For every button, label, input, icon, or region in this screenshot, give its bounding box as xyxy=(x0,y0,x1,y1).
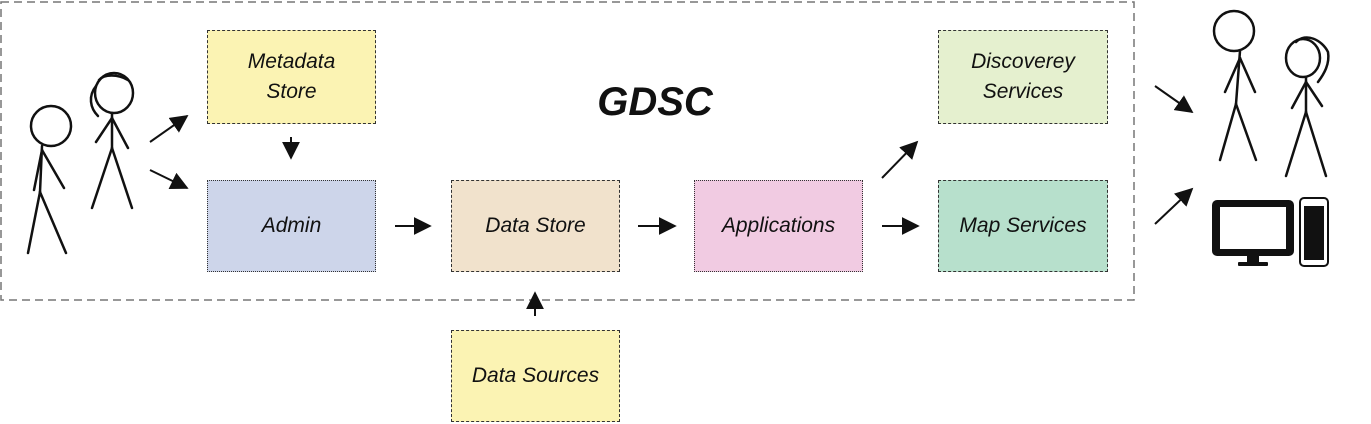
discovery-services-box: Discoverey Services xyxy=(938,30,1108,124)
map-services-box: Map Services xyxy=(938,180,1108,272)
end-user-figure-icon xyxy=(1212,9,1258,162)
arrow-to-end-users xyxy=(1154,85,1194,114)
end-user-female-figure-icon xyxy=(1284,36,1330,178)
admin-box: Admin xyxy=(207,180,376,272)
user-figure-icon xyxy=(26,104,73,255)
arrow-applications-to-discovery xyxy=(881,140,919,179)
data-sources-box: Data Sources xyxy=(451,330,620,422)
gdsc-boundary xyxy=(0,1,1135,301)
arrow-users-to-admin xyxy=(149,169,189,190)
arrow-users-to-metadata xyxy=(149,114,189,143)
user-female-figure-icon xyxy=(89,71,135,210)
monitor-icon xyxy=(1212,200,1294,266)
data-store-box: Data Store xyxy=(451,180,620,272)
computer-tower-icon xyxy=(1299,197,1329,267)
arrow-to-computer xyxy=(1154,187,1194,225)
diagram-title: GDSC xyxy=(597,80,713,124)
applications-box: Applications xyxy=(694,180,863,272)
metadata-store-box: Metadata Store xyxy=(207,30,376,124)
